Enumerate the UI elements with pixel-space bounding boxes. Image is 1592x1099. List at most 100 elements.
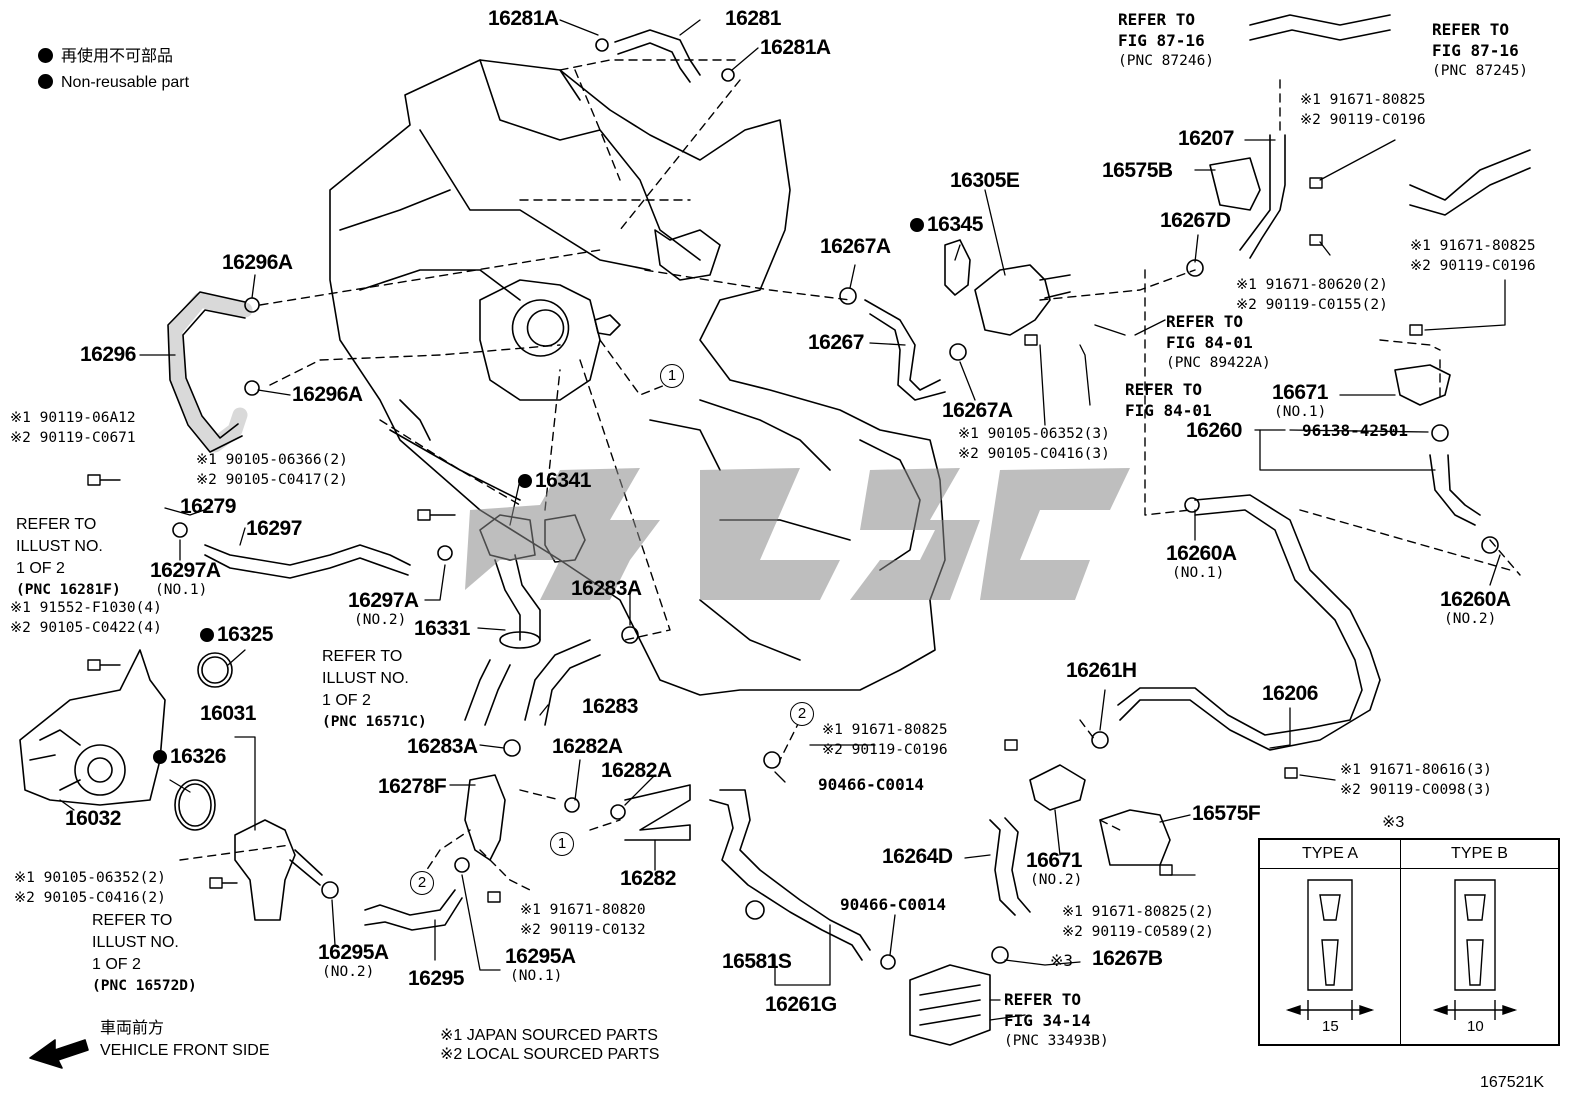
mark-note: ※3	[1050, 951, 1074, 970]
part-label: 96138-42501	[1302, 421, 1408, 440]
dim-type-a: 15	[1322, 1018, 1339, 1035]
bolt-note: ※1 91671-80825※2 90119-C0196	[1300, 92, 1426, 128]
bracket-16575B	[1209, 157, 1261, 211]
part-label: 16671	[1272, 381, 1328, 404]
clamps	[172, 38, 1499, 970]
part-label: 16296A	[222, 251, 293, 274]
oil-cooler	[909, 964, 991, 1046]
part-label: 16282A	[552, 735, 623, 758]
part-sub-note: (NO.2)	[354, 612, 407, 628]
part-sub-note: (NO.1)	[1172, 565, 1225, 581]
hose-16264D	[989, 817, 1031, 916]
part-sub-note: (NO.1)	[1274, 404, 1327, 420]
part-label: 16031	[200, 702, 256, 725]
part-label: 16260A	[1166, 542, 1237, 565]
part-sub-note: (NO.2)	[1444, 611, 1497, 627]
part-label: 90466-C0014	[840, 895, 946, 914]
bolt-note: ※1 90105-06352(2)※2 90105-C0416(2)	[14, 870, 166, 906]
part-label: 16267D	[1160, 209, 1231, 232]
part-label: 16260	[1186, 419, 1242, 442]
part-label: 16260A	[1440, 588, 1511, 611]
gasket-16345	[944, 239, 971, 296]
clip-drawings	[1285, 879, 1518, 1020]
callout-circle: 1	[660, 364, 684, 388]
bolt-note: ※1 91671-80825※2 90119-C0196	[1410, 238, 1536, 274]
bolt-note: ※1 91671-80616(3)※2 90119-C0098(3)	[1340, 762, 1492, 798]
part-label: 16325	[200, 624, 273, 645]
hose-16296	[167, 292, 253, 453]
water-pump-16032	[19, 649, 166, 806]
bolts	[87, 177, 1423, 903]
part-label: 16295A	[318, 941, 389, 964]
part-label: 16296	[80, 343, 136, 366]
hose-16261G	[709, 789, 871, 961]
hose-16206	[1117, 494, 1381, 751]
bolt-note: ※1 91671-80825※2 90119-C0196	[822, 722, 948, 758]
hose-16282	[624, 784, 691, 841]
part-label: 16295	[408, 967, 464, 990]
dim-type-b: 10	[1467, 1018, 1484, 1035]
part-label: 16279	[180, 495, 236, 518]
part-label: 16341	[518, 470, 591, 491]
hose-16283	[524, 639, 601, 726]
part-label: 16296A	[292, 383, 363, 406]
part-label: 16281	[725, 7, 781, 30]
type-b-header: TYPE B	[1401, 840, 1558, 869]
hose-16207-upper	[1249, 14, 1391, 41]
part-label: 16264D	[882, 845, 953, 868]
hose-16297	[204, 544, 411, 579]
legend-jp: 再使用不可部品	[38, 46, 173, 68]
part-label: 16283	[582, 695, 638, 718]
part-label: 16267A	[820, 235, 891, 258]
callout-circle: 1	[550, 832, 574, 856]
part-label: 16297A	[150, 559, 221, 582]
part-sub-note: (NO.1)	[155, 582, 208, 598]
vehicle-front-arrow	[29, 1039, 89, 1069]
part-label: 16032	[65, 807, 121, 830]
part-label: 16206	[1262, 682, 1318, 705]
valve-16671	[1394, 364, 1451, 406]
bolt-note: ※1 91671-80825(2)※2 90119-C0589(2)	[1062, 904, 1214, 940]
part-label: 16267	[808, 331, 864, 354]
bracket-16575F	[1099, 809, 1171, 866]
hose-right	[1409, 149, 1531, 216]
hose-16260	[1429, 454, 1481, 526]
type-a-header: TYPE A	[1260, 840, 1400, 869]
bolt-note: ※1 90119-06A12※2 90119-C0671	[10, 410, 136, 446]
gasket-16326	[174, 779, 216, 831]
part-sub-note: (NO.2)	[322, 964, 375, 980]
hose-16207	[1239, 134, 1286, 259]
part-sub-note: (NO.2)	[1030, 872, 1083, 888]
part-sub-note: (NO.1)	[510, 968, 563, 984]
types-mark: ※3	[1382, 814, 1405, 831]
gasket-16325	[197, 652, 233, 688]
part-label: 16345	[910, 214, 983, 235]
part-label: 16283A	[407, 735, 478, 758]
hose-16331	[494, 554, 541, 641]
part-label: 16267A	[942, 399, 1013, 422]
part-label: 16267B	[1092, 947, 1163, 970]
part-label: 16281A	[760, 36, 831, 59]
part-label: 16575F	[1192, 802, 1261, 825]
part-label: 16282A	[601, 759, 672, 782]
part-label: 16331	[414, 617, 470, 640]
part-label: 16326	[153, 746, 226, 767]
bolt-note: ※1 91671-80820※2 90119-C0132	[520, 902, 646, 938]
part-label: 16581S	[722, 950, 792, 973]
bolt-note: ※1 90105-06366(2)※2 90105-C0417(2)	[196, 452, 348, 488]
housing-16305E	[974, 264, 1051, 336]
part-label: 16305E	[950, 169, 1020, 192]
bolt-note: ※1 91671-80620(2)※2 90119-C0155(2)	[1236, 277, 1388, 313]
bolt-note: ※1 91552-F1030(4)※2 90105-C0422(4)	[10, 600, 162, 636]
part-label: 16281A	[488, 7, 559, 30]
part-label: 16283A	[571, 577, 642, 600]
thermostat-16031	[234, 819, 296, 921]
watermark-logo	[465, 468, 1130, 600]
